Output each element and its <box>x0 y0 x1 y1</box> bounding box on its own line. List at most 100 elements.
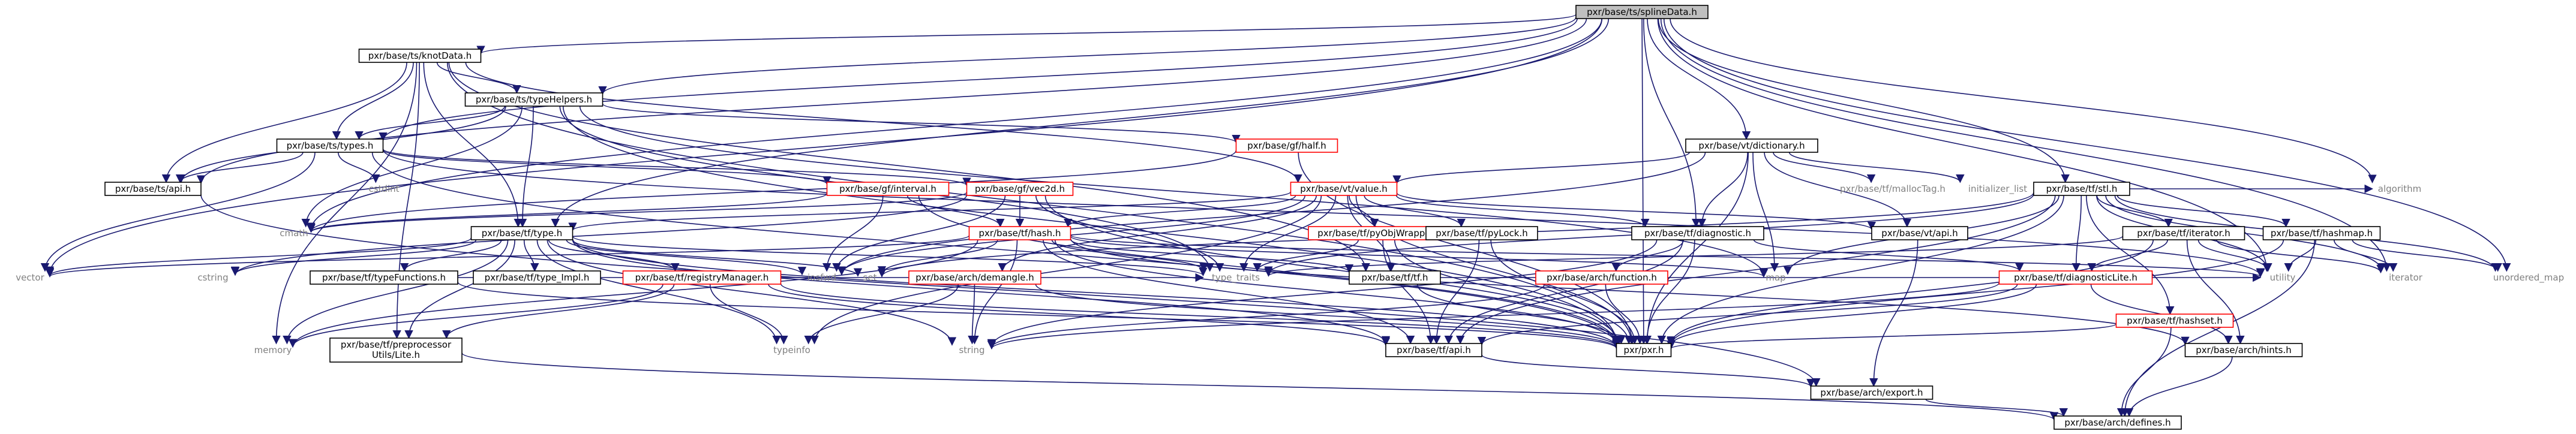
edge-tfHash-to-tfTf <box>1070 239 1353 273</box>
node-tfDiag[interactable]: pxr/base/tf/diagnostic.h <box>1631 226 1764 240</box>
node-box-interval[interactable] <box>826 182 950 196</box>
node-root[interactable]: pxr/base/ts/splineData.h <box>1575 5 1709 19</box>
node-demangle[interactable]: pxr/base/arch/demangle.h <box>908 270 1041 285</box>
node-tfHashmap[interactable]: pxr/base/tf/hashmap.h <box>2262 226 2381 240</box>
node-label-iosfwd: iosfwd <box>807 272 836 283</box>
edge-root-to-pxr <box>1639 18 1649 345</box>
node-box-archExport[interactable] <box>1810 385 1933 400</box>
edge-root-to-utility <box>1657 18 2271 272</box>
edge-tfIter-to-pxr <box>1667 239 2154 345</box>
node-box-archFunction[interactable] <box>1535 270 1668 285</box>
node-registry[interactable]: pxr/base/tf/registryManager.h <box>622 270 782 285</box>
node-box-typeHelpers[interactable] <box>464 92 604 107</box>
edge-tfType-to-tfApi <box>572 239 1390 345</box>
node-typeImpl[interactable]: pxr/base/tf/type_Impl.h <box>473 270 601 285</box>
edge-tsTypes-to-vector <box>40 152 316 272</box>
node-knotData[interactable]: pxr/base/ts/knotData.h <box>358 49 482 63</box>
node-box-tfType[interactable] <box>470 226 574 240</box>
edge-knotData-to-memory <box>272 62 418 345</box>
edge-layer <box>40 14 2511 421</box>
node-archDefines[interactable]: pxr/base/arch/defines.h <box>2053 415 2182 430</box>
edge-diagLite-to-tfApi <box>1478 284 2018 346</box>
edge-tfType-to-set <box>572 239 862 277</box>
node-vtValue[interactable]: pxr/base/vt/value.h <box>1290 182 1398 196</box>
node-memory: memory <box>254 345 292 355</box>
node-tfHashset[interactable]: pxr/base/tf/hashset.h <box>2115 314 2234 328</box>
node-box-diagLite[interactable] <box>1998 270 2153 285</box>
node-diagLite[interactable]: pxr/base/tf/diagnosticLite.h <box>1998 270 2153 285</box>
node-tfApi[interactable]: pxr/base/tf/api.h <box>1385 343 1482 357</box>
node-label-vtApi: pxr/base/vt/api.h <box>1881 228 1957 239</box>
edge-typeHelpers-to-tfType <box>518 106 534 228</box>
node-pyLock[interactable]: pxr/base/tf/pyLock.h <box>1425 226 1538 240</box>
node-pxr[interactable]: pxr/pxr.h <box>1616 343 1672 357</box>
node-box-archDefines[interactable] <box>2053 415 2182 430</box>
node-tsTypes[interactable]: pxr/base/ts/types.h <box>276 138 384 153</box>
edge-typeHelpers-to-half <box>602 103 1241 144</box>
node-box-tsApi[interactable] <box>104 182 202 196</box>
node-half[interactable]: pxr/base/gf/half.h <box>1235 138 1338 153</box>
node-label-cmath: cmath <box>280 228 308 239</box>
node-unordered: unordered_map <box>2493 272 2564 284</box>
node-archExport[interactable]: pxr/base/arch/export.h <box>1810 385 1933 400</box>
node-vec2d[interactable]: pxr/base/gf/vec2d.h <box>966 182 1074 196</box>
node-tsApi[interactable]: pxr/base/ts/api.h <box>104 182 202 196</box>
node-label-knotData: pxr/base/ts/knotData.h <box>368 50 472 61</box>
edge-vtDict-to-vtApi <box>1764 152 1912 228</box>
node-box-tsTypes[interactable] <box>276 138 384 153</box>
node-box-demangle[interactable] <box>908 270 1041 285</box>
node-box-pxr[interactable] <box>1616 343 1672 357</box>
node-box-tfHashmap[interactable] <box>2262 226 2381 240</box>
node-box-vtDict[interactable] <box>1685 138 1818 153</box>
node-tfHash[interactable]: pxr/base/tf/hash.h <box>968 226 1071 240</box>
node-label-memory: memory <box>254 345 292 355</box>
node-box-tfIter[interactable] <box>2122 226 2245 240</box>
node-box-registry[interactable] <box>622 270 782 285</box>
node-archFunction[interactable]: pxr/base/arch/function.h <box>1535 270 1668 285</box>
node-tfIter[interactable]: pxr/base/tf/iterator.h <box>2122 226 2245 240</box>
node-box-typeImpl[interactable] <box>473 270 601 285</box>
node-tfType[interactable]: pxr/base/tf/type.h <box>470 226 574 240</box>
edge-diagLite-to-string <box>987 282 2000 350</box>
node-box-root[interactable] <box>1575 5 1709 19</box>
node-box-tfHash[interactable] <box>968 226 1071 240</box>
node-interval[interactable]: pxr/base/gf/interval.h <box>826 182 950 196</box>
node-box-vec2d[interactable] <box>966 182 1074 196</box>
node-vtDict[interactable]: pxr/base/vt/dictionary.h <box>1685 138 1818 153</box>
node-box-tfApi[interactable] <box>1385 343 1482 357</box>
edge-tfStl-to-pxr <box>1657 195 2064 345</box>
edge-root-to-tfType <box>551 18 1610 228</box>
edge-vec2d-to-pxr <box>1044 195 1623 345</box>
node-vtApi[interactable]: pxr/base/vt/api.h <box>1871 226 1968 240</box>
node-typeFunctions[interactable]: pxr/base/tf/typeFunctions.h <box>310 270 458 285</box>
node-label-cstdint: cstdint <box>368 183 399 194</box>
node-box-typeFunctions[interactable] <box>310 270 458 285</box>
node-box-tfTf[interactable] <box>1349 270 1441 285</box>
node-pyObj[interactable]: pxr/base/tf/pyObjWrapper.h <box>1308 226 1452 240</box>
node-box-tfHashset[interactable] <box>2115 314 2234 328</box>
edge-interval-to-tfHash <box>906 195 1005 228</box>
edge-root-to-tsTypes <box>379 18 1578 141</box>
node-hints[interactable]: pxr/base/arch/hints.h <box>2184 343 2303 357</box>
node-box-pyLock[interactable] <box>1425 226 1538 240</box>
node-box-tfDiag[interactable] <box>1631 226 1764 240</box>
node-box-half[interactable] <box>1235 138 1338 153</box>
node-box-vtApi[interactable] <box>1871 226 1968 240</box>
node-label-tfHash: pxr/base/tf/hash.h <box>979 228 1061 239</box>
node-box-vtValue[interactable] <box>1290 182 1398 196</box>
node-label-typeTraits: type_traits <box>1212 272 1260 284</box>
node-label-registry: pxr/base/tf/registryManager.h <box>635 272 769 283</box>
node-box-hints[interactable] <box>2184 343 2303 357</box>
node-box-knotData[interactable] <box>358 49 482 63</box>
edge-knotData-to-preproc <box>392 62 420 339</box>
node-tfStl[interactable]: pxr/base/tf/stl.h <box>2033 182 2130 196</box>
node-label-archFunction: pxr/base/arch/function.h <box>1547 272 1657 283</box>
edge-root-to-tfStl <box>1658 18 2070 183</box>
node-box-preproc[interactable] <box>329 337 463 363</box>
node-tfTf[interactable]: pxr/base/tf/tf.h <box>1349 270 1441 285</box>
node-typeHelpers[interactable]: pxr/base/ts/typeHelpers.h <box>464 92 604 107</box>
edge-tfTf-to-pxr <box>1416 284 1626 345</box>
edge-pyObj-to-typeTraits <box>1253 239 1359 272</box>
node-box-tfStl[interactable] <box>2033 182 2130 196</box>
